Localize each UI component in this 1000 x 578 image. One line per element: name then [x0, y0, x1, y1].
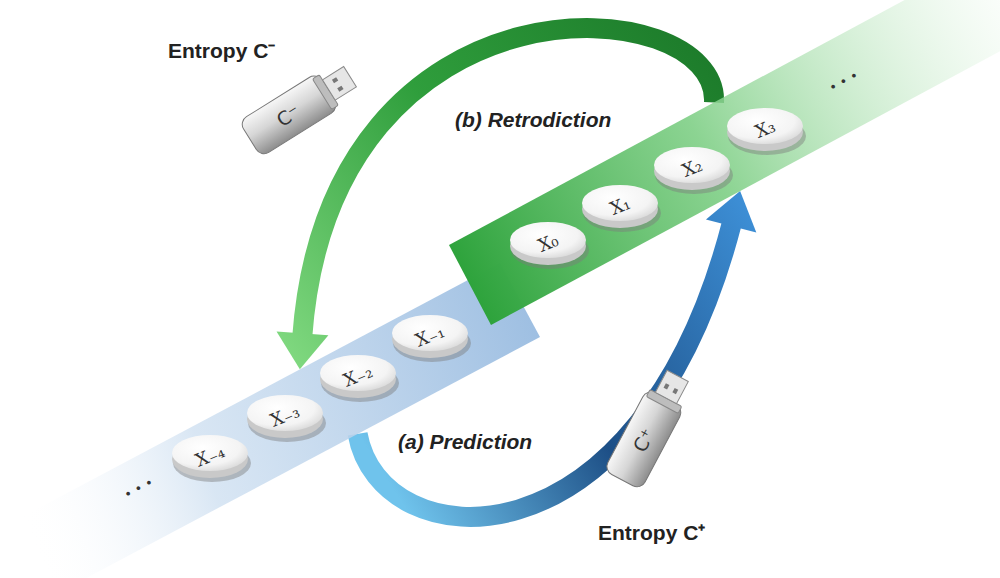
usb-stick: C⁻: [237, 58, 362, 159]
sequence-band: • • •X₋₄X₋₃X₋₂X₋₁: [20, 263, 540, 578]
usb-plug-hole: [664, 383, 670, 389]
disc-node: X₁: [580, 179, 660, 231]
disc-top: [654, 147, 730, 183]
disc-top: [392, 315, 468, 351]
usb-body: [604, 389, 684, 490]
disc-node: X₂: [652, 141, 732, 193]
sequence-band: • • •X₀X₁X₂X₃: [449, 0, 1000, 325]
disc-node: X₀: [508, 216, 588, 268]
entropy-label: Entropy C⁻: [168, 36, 275, 64]
usb-plug: [322, 67, 356, 101]
edge-label: (b) Retrodiction: [455, 108, 611, 132]
entropy-label: Entropy C⁺: [598, 518, 705, 546]
disc-top: [510, 222, 586, 258]
usb-plug-hole: [672, 388, 678, 394]
usb-plug-hole: [337, 86, 343, 92]
disc-node: X₋₄: [170, 429, 250, 481]
disc-top: [247, 395, 323, 431]
curved-arrow: [358, 191, 757, 517]
disc-top: [320, 355, 396, 391]
disc-node: X₋₁: [390, 309, 470, 361]
disc-node: X₋₃: [245, 389, 325, 441]
usb-body: [239, 73, 339, 157]
edge-label: (a) Prediction: [398, 430, 532, 454]
usb-stick-shape: [237, 58, 362, 159]
disc-node: X₋₂: [318, 349, 398, 401]
disc-top: [172, 435, 248, 471]
band-fill: [449, 0, 1000, 325]
usb-stick-shape: [602, 365, 697, 492]
usb-stick: C⁺: [602, 365, 697, 492]
usb-plug: [655, 370, 688, 403]
band-fill: [20, 263, 540, 578]
disc-top: [727, 108, 803, 144]
disc-node: X₃: [725, 102, 805, 154]
disc-top: [582, 185, 658, 221]
usb-plug-hole: [332, 77, 338, 83]
